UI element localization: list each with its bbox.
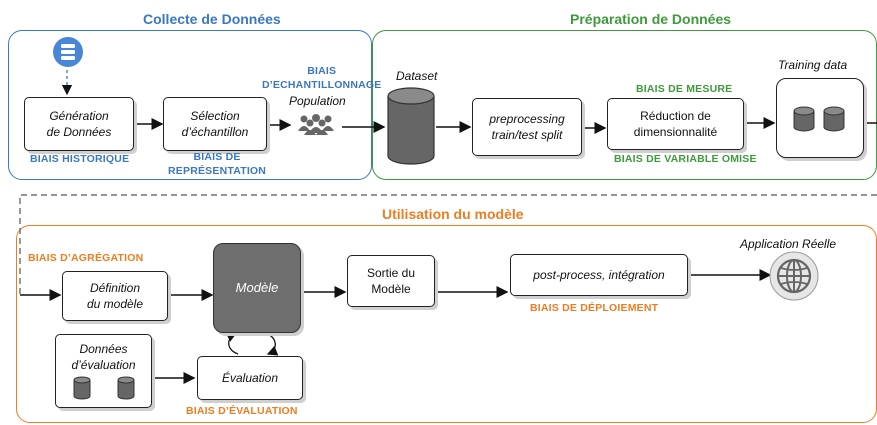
bias-representation-line2: REPRÉSENTATION [168,165,267,177]
sortie-box: Sortie du Modèle [347,255,435,307]
preprocessing-line2: train/test split [491,128,563,142]
preprocessing-box: preprocessing train/test split [472,98,582,156]
preprocessing-line1: preprocessing [489,112,565,126]
selection-line2: d’échantillon [181,125,249,139]
definition-line1: Définition [89,281,140,295]
sortie-line2: Modèle [371,282,411,296]
dataset-label: Dataset [396,69,438,83]
globe-icon [768,250,820,302]
bias-echantillonnage-line1: BIAIS [307,65,337,77]
bias-echantillonnage-line2: D’ECHANTILLONNAGE [262,79,382,91]
generation-line2: de Données [46,125,112,139]
bias-echantillonnage: BIAIS D’ECHANTILLONNAGE [262,64,381,92]
selection-line1: Sélection [190,109,240,123]
section-collecte [8,30,372,180]
postprocess-box: post-process, intégration [510,254,688,296]
population-label: Population [289,94,346,108]
bias-deploiement: BIAIS DE DÉPLOIEMENT [530,302,659,314]
section-utilisation-title: Utilisation du modèle [382,206,524,222]
donnees-evaluation-line1: Données [79,342,128,356]
modele-box: Modèle [213,243,301,333]
bias-evaluation: BIAIS D’ÉVALUATION [186,405,298,417]
sortie-line1: Sortie du [366,266,416,280]
reduction-line2: dimensionnalité [633,125,718,139]
section-preparation-title: Préparation de Données [570,11,732,27]
section-collecte-title: Collecte de Données [143,11,281,27]
bias-agregation: BIAIS D’AGRÉGATION [28,252,144,264]
selection-box: Sélection d’échantillon [163,97,267,151]
definition-box: Définition du modèle [62,271,168,321]
people-group-icon [296,111,336,139]
definition-line2: du modèle [86,297,144,311]
bias-variable-omise: BIAIS DE VARIABLE OMISE [614,153,757,165]
generation-line1: Génération [49,109,109,123]
dataset-cylinder-icon [386,86,436,166]
donnees-evaluation-box: Données d’évaluation [55,334,152,408]
donnees-evaluation-line2: d’évaluation [71,358,136,372]
evaluation-box: Évaluation [197,356,303,400]
training-data-label: Training data [778,58,848,72]
training-data-box [776,78,864,158]
reduction-box: Réduction de dimensionnalité [607,98,744,150]
bias-representation-line1: BIAIS DE [193,151,241,163]
generation-box: Génération de Données [24,97,134,151]
bias-historique: BIAIS HISTORIQUE [30,153,130,165]
training-data-cylinders-icon [793,106,845,132]
bias-representation: BIAIS DE REPRÉSENTATION [168,150,266,178]
database-icon [52,36,84,68]
bias-mesure: BIAIS DE MESURE [636,83,733,95]
application-label: Application Réelle [740,237,837,251]
evaluation-cylinders-icon [73,376,134,400]
reduction-line1: Réduction de [640,109,711,123]
